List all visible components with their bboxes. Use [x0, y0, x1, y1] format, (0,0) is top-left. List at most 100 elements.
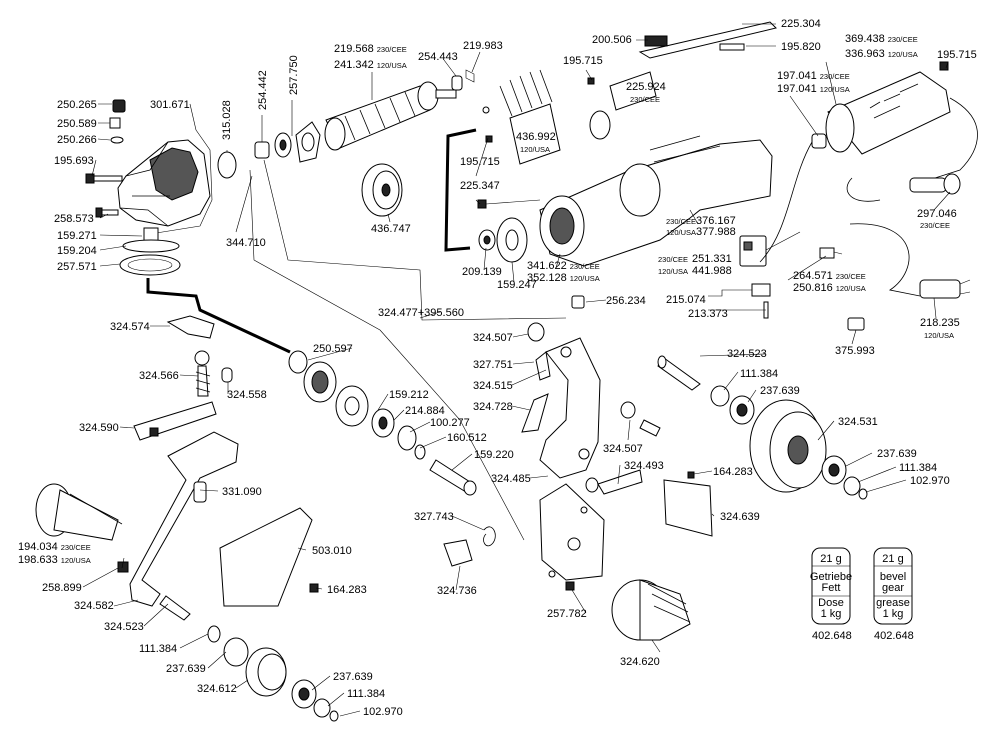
part-label-p102970b: 102.970 — [363, 706, 403, 718]
part-label-p159220: 159.220 — [474, 449, 514, 461]
roller-shaft — [657, 355, 755, 425]
part-label-p159247: 159.247 — [497, 279, 537, 291]
wire-loop — [444, 128, 477, 252]
mark-225924: 225.924 — [626, 81, 666, 93]
part-label-p213373: 213.373 — [688, 308, 728, 320]
switch-lever — [638, 21, 777, 59]
part-label-p195693: 195.693 — [54, 155, 94, 167]
can2-line2: gear — [882, 582, 904, 594]
part-label-variant: 230/CEE — [570, 262, 600, 271]
grommet-375993 — [847, 317, 865, 331]
part-label-p324523a: 324.523 — [727, 348, 767, 360]
part-label-p301671: 301.671 — [150, 99, 190, 111]
mark-230cee: 230/CEE — [666, 217, 696, 226]
part-label-p324493: 324.493 — [624, 460, 664, 472]
part-label-p111384a: 111.384 — [740, 368, 778, 380]
part-label-p237639d: 237.639 — [333, 671, 373, 683]
gear-head-housing — [117, 129, 213, 235]
part-label-p195820: 195.820 — [781, 41, 821, 53]
heavy-guide — [146, 278, 291, 354]
power-cable-cee — [759, 97, 978, 263]
power-cable-usa — [849, 223, 971, 299]
can2-line1: bevel — [880, 571, 906, 583]
part-label-p324485: 324.485 — [491, 473, 531, 485]
mark-120usa-b: 120/USA — [658, 267, 688, 276]
spring-clip — [443, 526, 496, 567]
part-label-p441988: 441.988 — [692, 265, 732, 277]
support-plate — [539, 483, 605, 591]
leader-lines — [82, 23, 951, 717]
part-label-p195715a: 195.715 — [563, 55, 603, 67]
washer-bore — [505, 229, 519, 251]
mark-120usa-a: 120/USA — [666, 228, 696, 237]
mark-436992: 436.992 — [516, 131, 556, 143]
part-label-p164283b: 164.283 — [327, 584, 367, 596]
part-label-p111384c: 111.384 — [139, 643, 177, 655]
screw-164283 — [687, 471, 695, 479]
part-label-p324523b: 324.523 — [104, 621, 144, 633]
part-label-p100277: 100.277 — [430, 417, 470, 429]
motor-housing — [539, 135, 773, 267]
part-label-p237639c: 237.639 — [166, 663, 206, 675]
can2-line4: 1 kg — [883, 608, 904, 620]
pulley-roller — [749, 399, 868, 500]
can1-weight: 21 g — [820, 553, 841, 565]
part-label-p402648a: 402.648 — [812, 630, 852, 642]
armature-bearings — [254, 121, 321, 163]
part-label-p324736: 324.736 — [437, 585, 477, 597]
part-label-p257750: 257.750 — [288, 55, 300, 95]
lower-roller-stack — [207, 625, 339, 722]
can1-line3: Dose — [818, 597, 844, 609]
part-label-variant: 230/CEE — [377, 45, 407, 54]
part-label-p324566: 324.566 — [139, 370, 179, 382]
part-label-p215074: 215.074 — [666, 294, 706, 306]
part-label-p195715b: 195.715 — [937, 49, 977, 61]
part-label-p297046: 297.046 — [917, 208, 957, 220]
part-label-p324612: 324.612 — [197, 683, 237, 695]
part-label-p250597: 250.597 — [313, 343, 353, 355]
part-label-p209139: 209.139 — [462, 266, 502, 278]
clamp-lever — [133, 315, 233, 441]
part-label-p218235: 218.235 — [920, 317, 960, 329]
part-label-p327743: 327.743 — [414, 511, 454, 523]
part-label-p214884: 214.884 — [405, 405, 445, 417]
spindle-and-gasket — [119, 227, 181, 276]
part-label-p258899: 258.899 — [42, 582, 82, 594]
part-label-p324728: 324.728 — [473, 401, 513, 413]
part-label-p324574: 324.574 — [110, 321, 150, 333]
roller-bracket — [521, 295, 661, 495]
mark-230cee-297: 230/CEE — [920, 221, 950, 230]
part-label-p257782: 257.782 — [547, 608, 587, 620]
screw-164283-b — [309, 583, 319, 593]
part-label-p195715c: 195.715 — [460, 156, 500, 168]
part-label-p324531: 324.531 — [838, 416, 878, 428]
brush-holders — [482, 69, 657, 165]
part-label-variant: 120/USA — [61, 556, 91, 565]
part-label-variant: 120/USA — [570, 274, 600, 283]
spindle-assembly — [288, 350, 477, 496]
part-label-p160512: 160.512 — [447, 432, 487, 444]
part-label-p164283a: 164.283 — [713, 466, 753, 478]
part-label-p324515: 324.515 — [473, 380, 513, 392]
part-label-p111384d: 111.384 — [347, 688, 385, 700]
can1-line2: Fett — [822, 582, 841, 594]
part-label-p331090: 331.090 — [222, 486, 262, 498]
part-label-p324639: 324.639 — [720, 511, 760, 523]
o-ring — [217, 151, 237, 179]
part-label-p375993: 375.993 — [835, 345, 875, 357]
part-label-p159271: 159.271 — [57, 230, 97, 242]
part-label-variant: 230/CEE — [836, 272, 866, 281]
part-label-p324558: 324.558 — [227, 389, 267, 401]
part-label-p315028: 315.028 — [221, 100, 233, 140]
